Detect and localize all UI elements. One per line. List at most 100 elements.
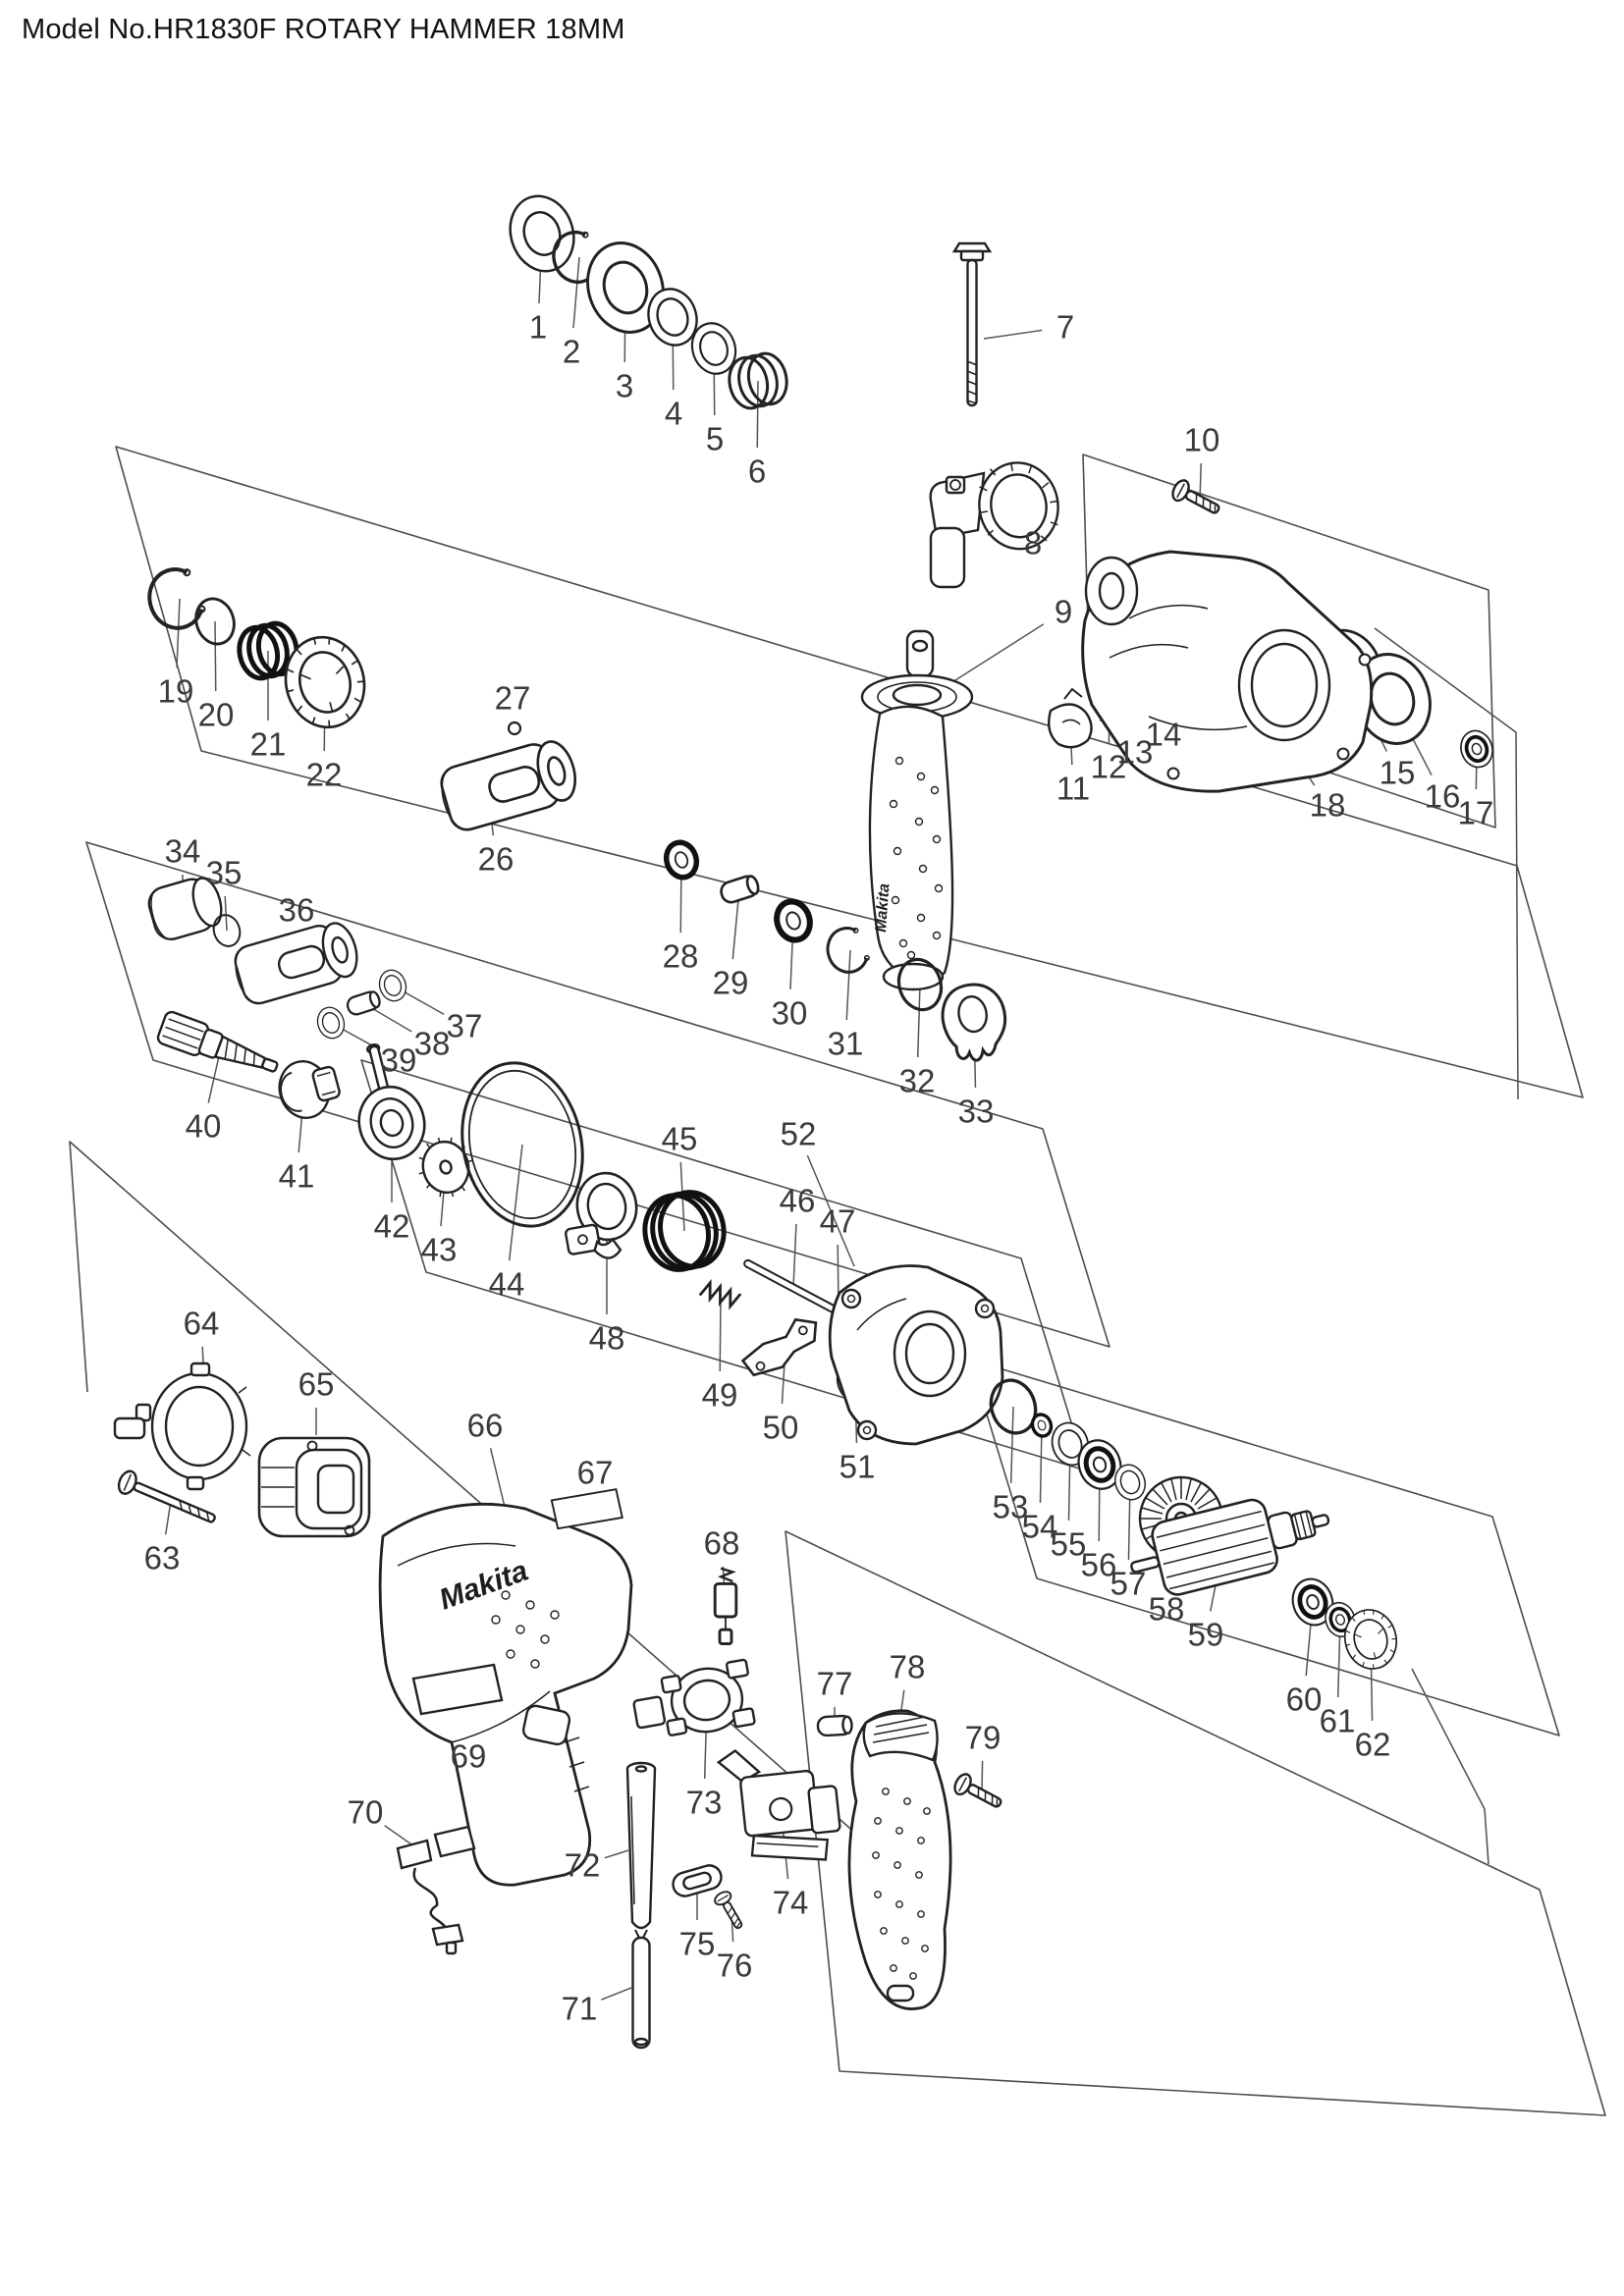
part-70-label: 70 — [348, 1794, 384, 1831]
part-20-label: 20 — [198, 697, 235, 733]
part-38-pin-drawing — [344, 988, 383, 1018]
part-7-label: 7 — [1056, 309, 1074, 346]
part-11-label: 11 — [1056, 771, 1090, 807]
part-54-leader — [1039, 1424, 1043, 1504]
part-56-label: 56 — [1081, 1547, 1117, 1583]
part-39-label: 39 — [381, 1042, 417, 1079]
part-36-label: 36 — [279, 892, 315, 929]
assembly-flow-lines — [1374, 627, 1519, 1865]
panel-spindle-group — [85, 841, 1110, 1348]
part-62-label: 62 — [1355, 1727, 1391, 1763]
part-22-label: 22 — [306, 757, 343, 793]
part-number-labels: 1234567891011121314151617181920212226272… — [144, 309, 1494, 2027]
part-50-label: 50 — [763, 1410, 799, 1446]
part-46-leader — [792, 1223, 797, 1289]
part-18-label: 18 — [1310, 787, 1346, 824]
part-79-screw-drawing — [950, 1770, 1006, 1815]
part-14-label: 14 — [1146, 717, 1182, 753]
part-76-label: 76 — [717, 1948, 753, 1984]
part-49-springv-drawing — [698, 1279, 742, 1310]
part-38-label: 38 — [414, 1026, 451, 1062]
part-61-label: 61 — [1320, 1703, 1356, 1739]
part-72-label: 72 — [565, 1847, 601, 1884]
part-71-label: 71 — [562, 1991, 598, 2027]
part-47-label: 47 — [820, 1203, 856, 1240]
part-21-label: 21 — [250, 726, 287, 763]
part-71-tube71-drawing — [631, 1928, 651, 2050]
part-16-label: 16 — [1425, 778, 1461, 815]
part-17-label: 17 — [1458, 795, 1494, 831]
part-79-label: 79 — [965, 1720, 1001, 1756]
part-39-washer-drawing — [312, 1003, 350, 1042]
part-33-label: 33 — [958, 1094, 995, 1130]
part-19-label: 19 — [158, 673, 194, 710]
part-6-label: 6 — [748, 454, 766, 490]
part-49-label: 49 — [702, 1377, 738, 1414]
part-57-label: 57 — [1110, 1566, 1147, 1602]
part-41-piston-drawing — [272, 1051, 346, 1125]
part-75-label: 75 — [679, 1926, 716, 1962]
part-37-label: 37 — [447, 1008, 483, 1044]
part-48-label: 48 — [589, 1320, 625, 1357]
part-40-label: 40 — [186, 1108, 222, 1145]
part-30-label: 30 — [772, 995, 808, 1032]
part-51-label: 51 — [839, 1449, 876, 1485]
part-54-label: 54 — [1022, 1509, 1058, 1545]
part-9-label: 9 — [1055, 594, 1072, 630]
part-66-label: 66 — [467, 1408, 504, 1444]
part-26-cyl-drawing — [434, 733, 584, 836]
part-64-label: 64 — [184, 1306, 220, 1342]
part-52-crank52-drawing — [828, 1264, 1004, 1446]
part-67-sticker-drawing — [550, 1488, 623, 1530]
panel-handle-group — [785, 1530, 1606, 2116]
part-32-label: 32 — [899, 1063, 936, 1099]
part-52-leader — [806, 1154, 855, 1267]
part-9-handle9-drawing — [860, 629, 974, 991]
part-13-label: 13 — [1117, 734, 1154, 771]
part-71-leader — [601, 1987, 632, 2001]
part-45-label: 45 — [662, 1121, 698, 1157]
part-29-pin-drawing — [717, 872, 762, 907]
makita-logo-2: Makita — [873, 882, 893, 933]
part-29-label: 29 — [713, 965, 749, 1001]
part-20-leader — [214, 620, 217, 692]
part-49-leader — [719, 1294, 722, 1372]
part-7-boltlong-drawing — [952, 241, 992, 407]
part-63-label: 63 — [144, 1540, 181, 1576]
part-22-ringgear-drawing — [275, 627, 375, 737]
part-7-leader — [983, 329, 1043, 340]
part-5-label: 5 — [706, 421, 724, 457]
part-19-circlip-drawing — [140, 561, 210, 636]
part-69-label: 69 — [451, 1738, 487, 1775]
part-40-spindle-drawing — [154, 1008, 284, 1085]
part-33-plate33-drawing — [936, 978, 1013, 1067]
part-72-leader — [604, 1849, 629, 1859]
part-17-bearing-drawing — [1454, 724, 1499, 774]
part-37-washer-drawing — [374, 966, 411, 1005]
part-63-leader — [164, 1500, 172, 1535]
flow-line-2 — [1411, 1668, 1489, 1865]
part-31-label: 31 — [828, 1026, 864, 1062]
part-73-brushholder-drawing — [628, 1658, 759, 1745]
part-64-retainer-drawing — [113, 1362, 252, 1491]
part-67-label: 67 — [577, 1455, 614, 1491]
part-36-cyl-drawing — [228, 916, 364, 1009]
part-55-label: 55 — [1051, 1526, 1087, 1563]
part-76-screw-drawing — [711, 1888, 748, 1933]
part-31-leader — [845, 949, 851, 1021]
part-3-label: 3 — [616, 368, 633, 404]
part-53-label: 53 — [993, 1489, 1029, 1525]
part-41-label: 41 — [279, 1158, 315, 1195]
part-65-stator-drawing — [257, 1436, 371, 1538]
page-title: Model No.HR1830F ROTARY HAMMER 18MM — [22, 14, 625, 45]
part-46-rod-drawing — [741, 1257, 845, 1318]
part-27-label: 27 — [495, 680, 531, 717]
part-42-label: 42 — [374, 1208, 410, 1245]
panel-armature-group — [969, 1359, 1560, 1736]
part-60-label: 60 — [1286, 1682, 1323, 1718]
panel-motor-group — [69, 1141, 948, 1915]
part-46-label: 46 — [780, 1183, 816, 1219]
part-50-lever50-drawing — [736, 1315, 824, 1378]
part-59-leader — [1209, 1584, 1217, 1612]
